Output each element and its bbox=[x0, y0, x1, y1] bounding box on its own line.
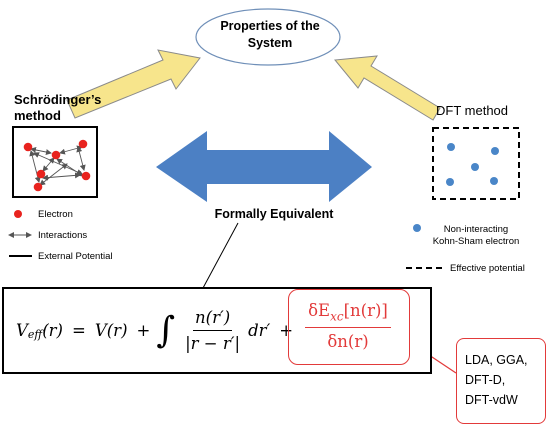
properties-title-line1: Properties of the bbox=[220, 19, 320, 33]
electron-dot bbox=[36, 169, 46, 179]
method-item: DFT-vdW bbox=[465, 393, 518, 407]
plus-sign-2: + bbox=[279, 321, 294, 340]
legend-ks-electron-line2: Kohn-Sham electron bbox=[432, 236, 520, 247]
schrodinger-heading-line2: method bbox=[14, 108, 61, 123]
ks-electron-dot bbox=[446, 178, 454, 186]
legend-ks-electron-line1: Non-interacting bbox=[443, 224, 509, 235]
electron-dot bbox=[81, 171, 91, 181]
equals-sign: = bbox=[72, 321, 86, 340]
kohn-sham-electrons bbox=[446, 143, 499, 186]
properties-title: Properties of the System bbox=[195, 18, 345, 52]
left-yellow-arrow bbox=[66, 49, 201, 119]
xc-fraction: δExc[n(r)] δn(r) bbox=[289, 290, 407, 362]
external-potential-term: V(r) bbox=[94, 321, 128, 340]
veff-symbol: V bbox=[16, 321, 28, 340]
xc-term-box: δExc[n(r)] δn(r) bbox=[288, 289, 410, 365]
legend-external-potential-label: External Potential bbox=[38, 251, 113, 262]
legend-electron-dot bbox=[14, 210, 22, 218]
ks-electron-dot bbox=[447, 143, 455, 151]
hartree-fraction: n(r′) |r − r′| bbox=[185, 308, 240, 353]
hartree-numerator: n(r′) bbox=[193, 308, 233, 331]
hartree-denominator: |r − r′| bbox=[185, 334, 241, 353]
properties-ellipse bbox=[195, 8, 341, 66]
differential: dr′ bbox=[248, 321, 271, 340]
right-yellow-arrow bbox=[334, 55, 441, 121]
ks-electron-dot bbox=[490, 177, 498, 185]
schrodinger-electrons bbox=[23, 139, 91, 192]
xc-denominator: δn(r) bbox=[327, 332, 369, 352]
interaction-arrows bbox=[29, 145, 86, 186]
plus-sign-1: + bbox=[136, 321, 151, 340]
integral-sign: ∫ bbox=[156, 309, 176, 351]
electron-dot bbox=[23, 142, 33, 152]
electron-dot bbox=[78, 139, 88, 149]
schrodinger-heading: Schrödinger’s method bbox=[14, 92, 101, 124]
xc-delta-e: δE bbox=[308, 300, 331, 320]
method-item: DFT-D, bbox=[465, 373, 506, 387]
legend-interactions-label: Interactions bbox=[38, 230, 88, 241]
xc-subscript: xc bbox=[330, 309, 344, 324]
veff-subscript: eff bbox=[27, 328, 43, 341]
legend-effective-potential-label: Effective potential bbox=[450, 263, 525, 274]
formally-equivalent-label: Formally Equivalent bbox=[214, 207, 334, 221]
legend-electron-label: Electron bbox=[38, 209, 73, 220]
dft-heading: DFT method bbox=[436, 103, 509, 118]
ks-electron-dot bbox=[491, 147, 499, 155]
electron-dot bbox=[51, 150, 61, 160]
electron-dot bbox=[33, 182, 43, 192]
schrodinger-heading-line1: Schrödinger’s bbox=[14, 92, 102, 107]
legend-ks-electron-dot bbox=[413, 224, 421, 232]
xc-numerator: δExc[n(r)] bbox=[305, 300, 391, 329]
properties-title-line2: System bbox=[247, 36, 293, 50]
ks-electron-dot bbox=[471, 163, 479, 171]
xc-methods-box: LDA, GGA, DFT-D, DFT-vdW bbox=[456, 338, 546, 424]
veff-argument: (r) bbox=[42, 321, 63, 340]
equivalence-double-arrow bbox=[156, 131, 372, 202]
equivalence-connector-line bbox=[202, 222, 239, 289]
xc-density-arg: [n(r)] bbox=[343, 300, 388, 320]
method-item: LDA, GGA, bbox=[465, 353, 528, 367]
legend-ks-electron-label: Non-interacting Kohn-Sham electron bbox=[426, 224, 526, 248]
